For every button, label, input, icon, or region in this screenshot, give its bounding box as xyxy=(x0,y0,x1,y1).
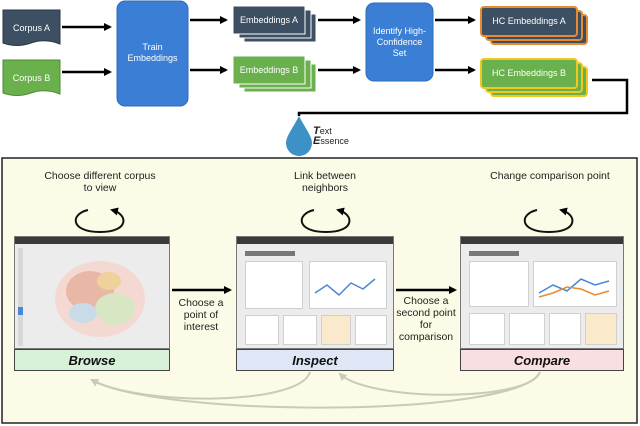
compare-loop-text: Change comparison point xyxy=(490,170,610,182)
browse-scatter-thumbnail xyxy=(55,261,145,337)
browse-loop-text: Choose different corpus to view xyxy=(44,170,156,194)
logo-e-letter: E xyxy=(313,135,321,147)
embeddings-a-label: Embeddings A xyxy=(239,14,299,25)
hc-embeddings-b-label: HC Embeddings B xyxy=(491,68,567,78)
return-arrows xyxy=(90,371,541,409)
corpus-b-shape xyxy=(2,59,61,96)
inspect-loop-text: Link between neighbors xyxy=(294,170,356,194)
hc-embeddings-a-box xyxy=(480,6,578,37)
train-embeddings-label: Train Embeddings xyxy=(127,42,178,63)
embeddings-a-box xyxy=(232,5,306,35)
hc-embeddings-b-box xyxy=(480,58,578,89)
inspect-line-thumbnail xyxy=(314,278,376,297)
loop-arrows xyxy=(74,207,574,234)
corpus-a-shape xyxy=(2,9,61,46)
to-inspect-text: Choose a point of interest xyxy=(178,297,224,333)
browse-stage-label: Browse xyxy=(14,349,170,371)
inspect-screenshot xyxy=(236,236,394,349)
logo-t-letter: T xyxy=(313,125,320,137)
embeddings-b-label: Embeddings B xyxy=(239,64,299,75)
inspect-stage-label: Inspect xyxy=(236,349,394,371)
embeddings-b-box xyxy=(232,55,306,85)
logo-t-rest: ext xyxy=(319,126,332,136)
text-essence-drop-icon xyxy=(286,116,312,156)
compare-screenshot xyxy=(460,236,624,349)
to-compare-text: Choose a second point for comparison xyxy=(396,295,456,343)
compare-line-thumbnail xyxy=(538,278,610,298)
corpus-a-label: Corpus A xyxy=(12,22,51,33)
logo-e-rest: ssence xyxy=(320,136,349,146)
text-essence-logo: Text Essence xyxy=(313,125,349,147)
pipeline-arrows xyxy=(62,16,629,116)
browse-screenshot xyxy=(14,236,170,349)
compare-stage-label: Compare xyxy=(460,349,624,371)
train-embeddings-box xyxy=(116,0,189,107)
identify-hc-label: Identify High-Confidence Set xyxy=(372,25,427,58)
corpus-b-label: Corpus B xyxy=(12,72,51,83)
identify-hc-box xyxy=(365,2,434,82)
hc-embeddings-a-label: HC Embeddings A xyxy=(492,16,566,26)
